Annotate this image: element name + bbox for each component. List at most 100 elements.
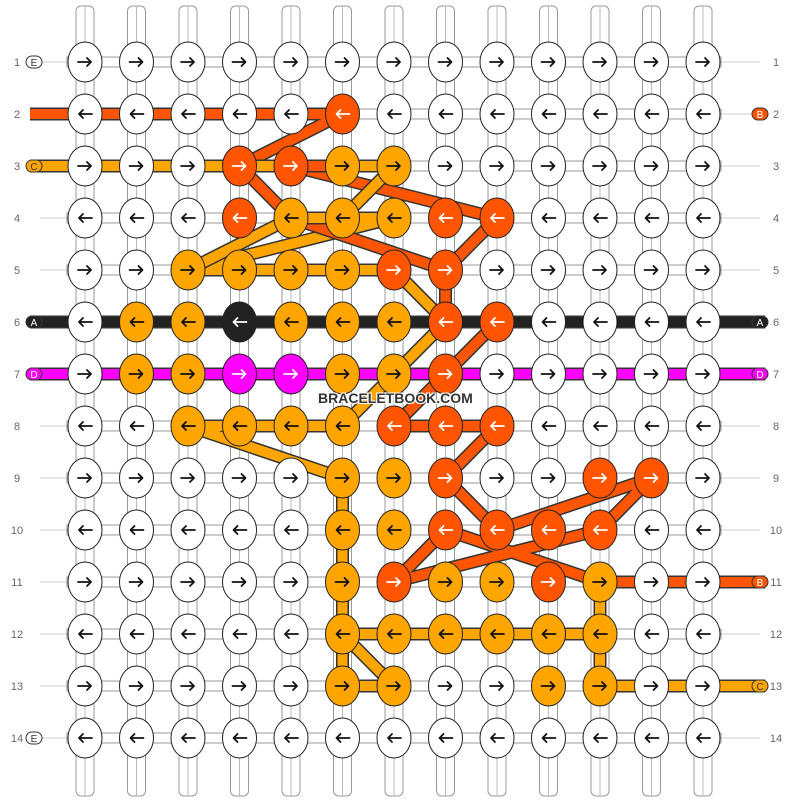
thread-label-text: B xyxy=(757,578,764,589)
thread-label-right xyxy=(751,367,769,381)
arrow-right-icon xyxy=(489,577,504,587)
arrow-left-icon xyxy=(696,317,711,327)
arrow-left-icon xyxy=(181,421,196,431)
arrow-right-icon xyxy=(128,681,144,691)
row-number-left: 1 xyxy=(14,57,20,69)
arrow-right-icon xyxy=(231,369,247,379)
arrow-right-icon xyxy=(592,473,607,483)
arrow-right-icon xyxy=(695,161,710,171)
arrow-right-icon xyxy=(643,369,659,379)
arrow-right-icon xyxy=(592,681,607,691)
arrow-right-icon xyxy=(489,473,504,483)
arrow-right-icon xyxy=(180,681,195,691)
arrow-left-icon xyxy=(335,525,351,535)
row-number-left: 13 xyxy=(11,681,23,693)
arrow-right-icon xyxy=(386,57,401,67)
arrow-left-icon xyxy=(284,629,299,639)
arrow-left-icon xyxy=(593,629,608,639)
arrow-right-icon xyxy=(695,369,710,379)
arrow-right-icon xyxy=(180,369,195,379)
arrow-left-icon xyxy=(438,317,454,327)
row-number-right: 14 xyxy=(770,733,782,745)
arrow-right-icon xyxy=(540,161,556,171)
arrow-right-icon xyxy=(231,265,247,275)
arrow-right-icon xyxy=(386,473,401,483)
arrow-left-icon xyxy=(644,213,660,223)
row-number-right: 3 xyxy=(773,161,779,173)
arrow-left-icon xyxy=(541,733,557,743)
arrow-left-icon xyxy=(78,213,93,223)
arrow-right-icon xyxy=(283,57,298,67)
arrow-right-icon xyxy=(489,161,504,171)
arrow-left-icon xyxy=(284,317,299,327)
arrow-left-icon xyxy=(644,421,660,431)
thread-label-text: C xyxy=(756,682,763,693)
thread-label-text: A xyxy=(31,318,38,329)
arrow-right-icon xyxy=(540,473,556,483)
arrow-left-icon xyxy=(490,629,505,639)
arrow-right-icon xyxy=(386,681,401,691)
arrow-left-icon xyxy=(644,109,660,119)
arrow-right-icon xyxy=(334,57,350,67)
arrow-left-icon xyxy=(284,733,299,743)
arrow-left-icon xyxy=(335,213,351,223)
arrow-left-icon xyxy=(541,525,557,535)
arrow-left-icon xyxy=(78,421,93,431)
thread-label-text: C xyxy=(30,162,37,173)
arrow-left-icon xyxy=(438,109,454,119)
arrow-right-icon xyxy=(128,577,144,587)
row-number-right: 8 xyxy=(773,421,779,433)
arrow-right-icon xyxy=(437,265,453,275)
arrow-left-icon xyxy=(284,213,299,223)
arrow-left-icon xyxy=(387,733,402,743)
row-number-left: 4 xyxy=(14,213,20,225)
arrow-right-icon xyxy=(437,473,453,483)
arrow-right-icon xyxy=(437,577,453,587)
arrow-right-icon xyxy=(334,161,350,171)
arrow-left-icon xyxy=(181,733,196,743)
row-number-left: 11 xyxy=(11,577,22,589)
row-number-right: 5 xyxy=(773,265,779,277)
arrow-right-icon xyxy=(128,265,144,275)
arrow-right-icon xyxy=(437,57,453,67)
arrow-right-icon xyxy=(489,265,504,275)
arrow-left-icon xyxy=(593,525,608,535)
arrow-left-icon xyxy=(387,213,402,223)
arrow-right-icon xyxy=(128,161,144,171)
arrow-right-icon xyxy=(695,577,710,587)
arrow-right-icon xyxy=(643,265,659,275)
arrow-right-icon xyxy=(180,577,195,587)
arrow-right-icon xyxy=(283,577,298,587)
arrow-left-icon xyxy=(438,421,454,431)
arrow-right-icon xyxy=(77,473,92,483)
arrow-right-icon xyxy=(231,577,247,587)
arrow-left-icon xyxy=(644,317,660,327)
arrow-left-icon xyxy=(78,629,93,639)
arrow-right-icon xyxy=(128,473,144,483)
arrow-left-icon xyxy=(490,421,505,431)
arrow-left-icon xyxy=(181,213,196,223)
arrow-left-icon xyxy=(696,733,711,743)
arrow-left-icon xyxy=(232,421,248,431)
arrow-left-icon xyxy=(181,525,196,535)
arrow-left-icon xyxy=(129,629,145,639)
arrow-left-icon xyxy=(232,733,248,743)
thread-label-text: D xyxy=(30,370,37,381)
arrow-right-icon xyxy=(592,161,607,171)
arrow-left-icon xyxy=(438,525,454,535)
arrow-left-icon xyxy=(284,109,299,119)
row-number-left: 5 xyxy=(14,265,20,277)
arrow-left-icon xyxy=(232,109,248,119)
arrow-left-icon xyxy=(335,109,351,119)
arrow-right-icon xyxy=(386,265,401,275)
arrow-right-icon xyxy=(643,161,659,171)
arrow-left-icon xyxy=(232,525,248,535)
arrow-left-icon xyxy=(284,525,299,535)
arrow-right-icon xyxy=(180,161,195,171)
arrow-left-icon xyxy=(696,629,711,639)
row-number-left: 3 xyxy=(14,161,20,173)
arrow-right-icon xyxy=(231,681,247,691)
arrow-right-icon xyxy=(231,161,247,171)
arrow-left-icon xyxy=(490,109,505,119)
